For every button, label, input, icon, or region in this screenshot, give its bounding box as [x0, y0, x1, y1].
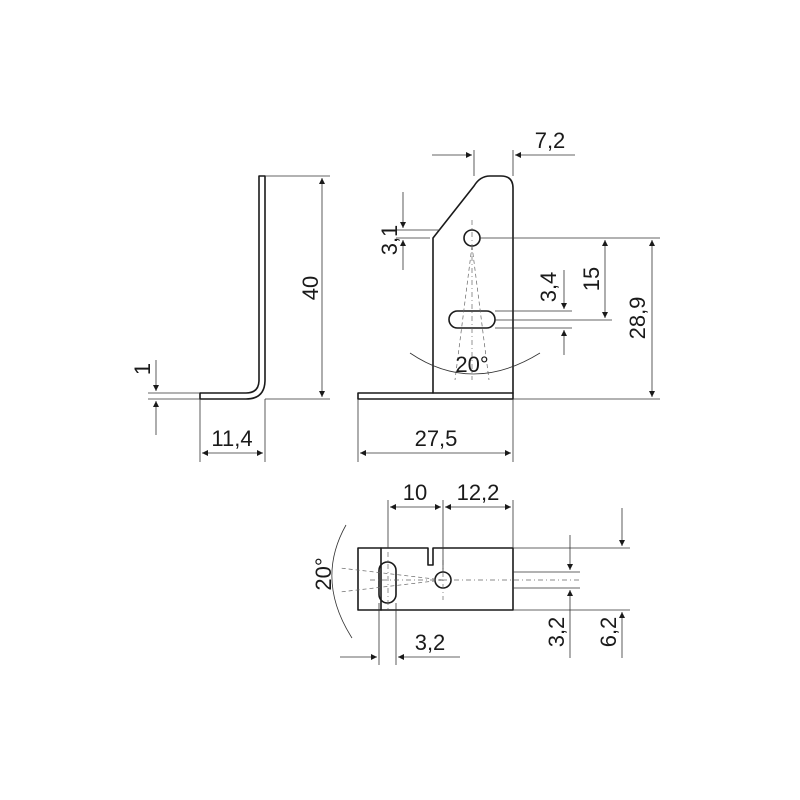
- front-view: 20° 7,2 3,1 3,4 15 28,9 27,5: [357, 128, 660, 462]
- dim-top-slot-x-label: 12,2: [457, 480, 500, 505]
- dim-hole-height-label: 28,9: [625, 297, 650, 340]
- dim-height-label: 40: [298, 276, 323, 300]
- dim-slot-width-label: 3,4: [536, 272, 561, 303]
- top-view-outline: [357, 547, 514, 611]
- dim-hole-to-slot-label: 15: [579, 267, 604, 291]
- dim-base-label: 27,5: [415, 426, 458, 451]
- dim-top-width-label: 7,2: [535, 128, 566, 153]
- dim-thickness-label: 1: [130, 363, 155, 375]
- front-view-outline: [357, 175, 514, 400]
- side-view: 40 1 11,4: [130, 175, 330, 462]
- top-slot: [378, 561, 397, 604]
- top-view: 20° 10 12,2 3,2 3,2 6,2: [311, 480, 630, 665]
- dim-width-top-label: 6,2: [596, 617, 621, 648]
- dim-slot-len-label: 3,2: [415, 630, 446, 655]
- angle-top-label: 20°: [311, 557, 336, 590]
- dim-hole-y-label: 3,2: [544, 617, 569, 648]
- dim-hole-offset-label: 3,1: [377, 225, 402, 256]
- angle-front-label: 20°: [455, 352, 488, 377]
- dim-top-hole-x-label: 10: [403, 480, 427, 505]
- side-view-profile: [199, 175, 266, 400]
- dim-leg-label: 11,4: [211, 426, 252, 451]
